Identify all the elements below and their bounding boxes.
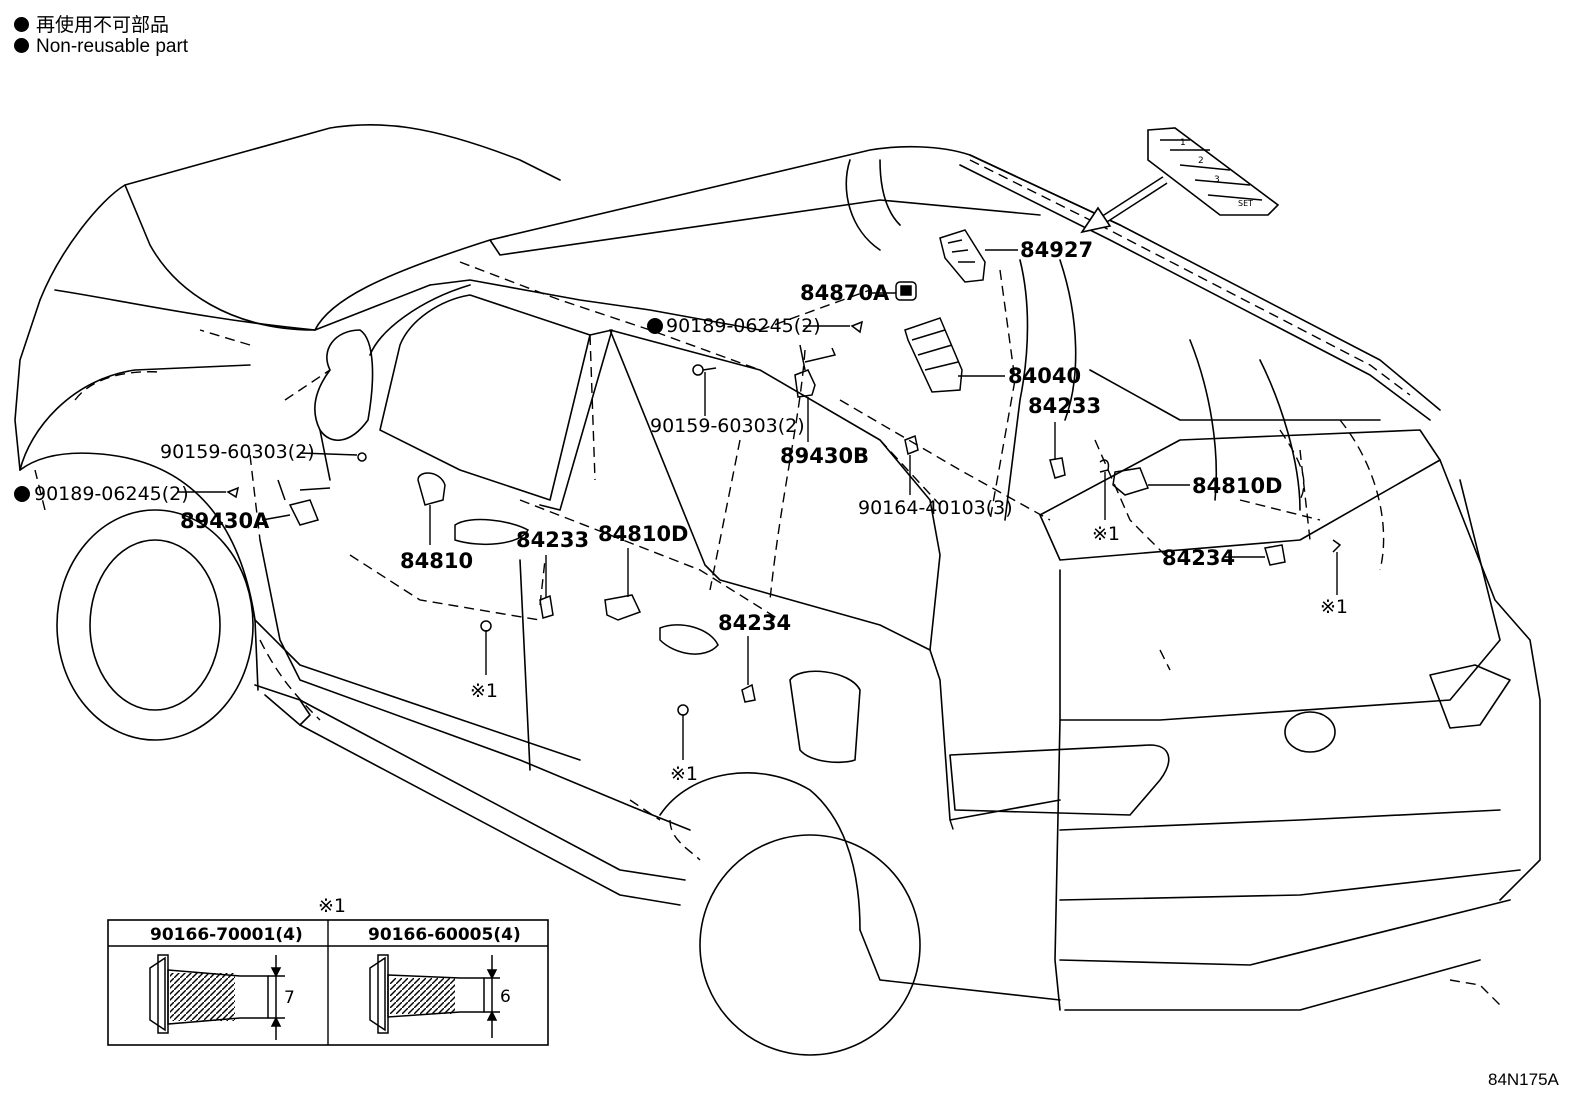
non-reusable-dot-icon bbox=[647, 318, 663, 334]
table-dim1: 7 bbox=[284, 988, 295, 1008]
label-90159-left: 90159-60303(2) bbox=[160, 441, 315, 463]
non-reusable-dot-icon bbox=[14, 17, 29, 32]
part-84040 bbox=[904, 317, 963, 393]
drawing-code: 84N175A bbox=[1488, 1070, 1560, 1089]
label-ref1-d: ※1 bbox=[670, 763, 698, 785]
rear-door-handle bbox=[659, 624, 719, 655]
part-89430A bbox=[288, 499, 320, 526]
table-col2-header: 90166-60005(4) bbox=[368, 925, 521, 945]
non-reusable-dot-icon bbox=[14, 486, 30, 502]
part-84927 bbox=[939, 229, 986, 283]
label-90164: 90164-40103(3) bbox=[858, 497, 1013, 519]
part-89430B bbox=[794, 369, 816, 398]
label-90189-left: 90189-06245(2) bbox=[34, 483, 189, 505]
label-90189-top: 90189-06245(2) bbox=[666, 315, 821, 337]
non-reusable-dot-icon bbox=[14, 38, 29, 53]
svg-text:SET: SET bbox=[1238, 199, 1253, 208]
legend-non-reusable-en: Non-reusable part bbox=[14, 36, 188, 58]
table-dim2: 6 bbox=[500, 987, 511, 1007]
front-door-handle bbox=[454, 518, 530, 546]
svg-text:2: 2 bbox=[1198, 156, 1204, 166]
label-ref1-c: ※1 bbox=[470, 680, 498, 702]
screw-90166-70001 bbox=[149, 954, 285, 1040]
label-84234-right: 84234 bbox=[1162, 546, 1235, 570]
part-84234-mid bbox=[741, 683, 756, 703]
label-90159-mid: 90159-60303(2) bbox=[650, 415, 805, 437]
leader-lines bbox=[178, 249, 1338, 760]
label-84233-mid: 84233 bbox=[516, 528, 589, 552]
label-84810D-right: 84810D bbox=[1192, 474, 1283, 498]
label-84234-mid: 84234 bbox=[718, 611, 791, 635]
label-84927: 84927 bbox=[1020, 238, 1093, 262]
part-84233-right bbox=[1049, 457, 1066, 479]
table-ref: ※1 bbox=[318, 895, 346, 917]
part-84810 bbox=[417, 472, 446, 506]
label-84040: 84040 bbox=[1008, 364, 1081, 388]
svg-text:1: 1 bbox=[1180, 138, 1186, 148]
part-84234-right bbox=[1264, 544, 1286, 566]
legend-non-reusable-jp: 再使用不可部品 bbox=[14, 10, 169, 37]
part-84810D-mid bbox=[604, 594, 642, 621]
label-84870A: 84870A bbox=[800, 281, 890, 305]
label-84233-right: 84233 bbox=[1028, 394, 1101, 418]
label-84810D-mid: 84810D bbox=[598, 522, 689, 546]
part-84810D-right bbox=[1112, 467, 1149, 496]
fastener-table: ※1 90166-70001(4) 90166-60005(4) 7 bbox=[107, 895, 549, 1046]
legend-text-jp: 再使用不可部品 bbox=[36, 15, 170, 36]
legend-text-en: Non-reusable part bbox=[36, 36, 189, 57]
screw-90166-60005 bbox=[369, 954, 500, 1038]
vehicle-outline bbox=[14, 123, 1541, 1056]
table-col1-header: 90166-70001(4) bbox=[150, 925, 303, 945]
label-ref1-b: ※1 bbox=[1320, 596, 1348, 618]
label-ref1-a: ※1 bbox=[1092, 523, 1120, 545]
svg-text:3: 3 bbox=[1214, 175, 1220, 185]
part-84233-mid bbox=[539, 594, 554, 619]
label-84810: 84810 bbox=[400, 549, 473, 573]
parts bbox=[226, 229, 1342, 716]
label-89430B: 89430B bbox=[780, 444, 869, 468]
part-labels: 84927 84870A 90189-06245(2) 90159-60303(… bbox=[34, 238, 1348, 785]
part-84870A bbox=[895, 281, 917, 301]
hidden-lines bbox=[34, 159, 1501, 1006]
label-89430A: 89430A bbox=[180, 509, 270, 533]
inset-switch-panel: 1 2 3 SET bbox=[1080, 127, 1280, 234]
